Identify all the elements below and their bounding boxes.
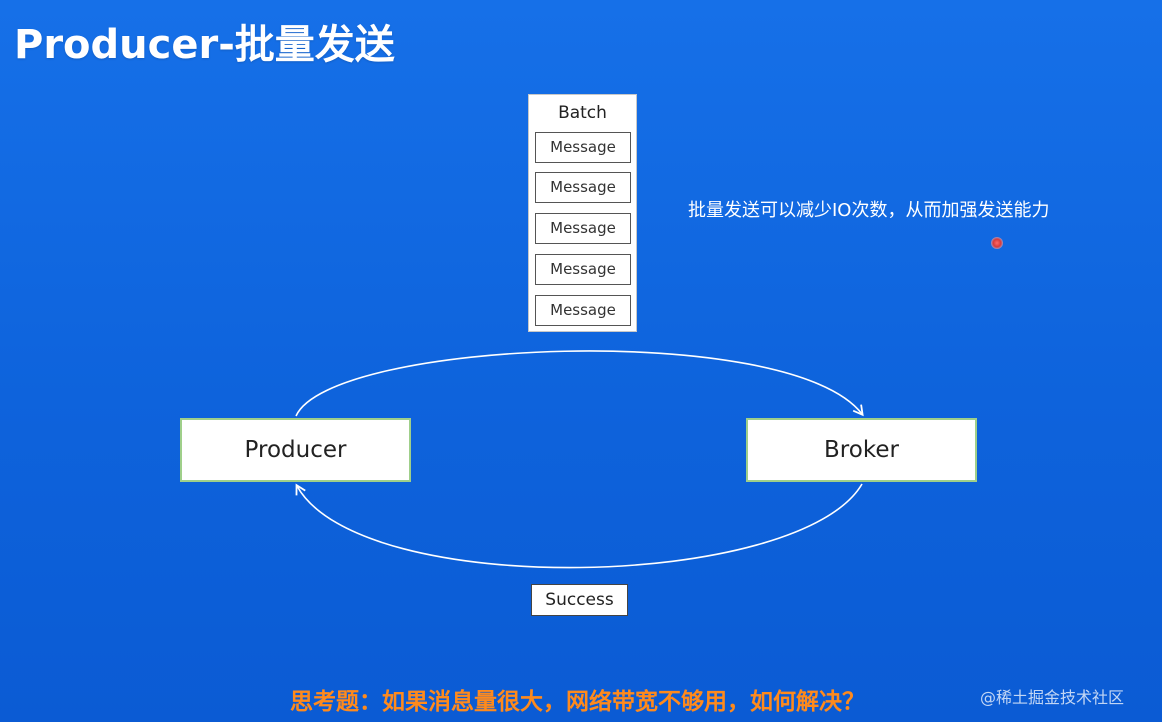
message-box: Message (535, 132, 631, 163)
slide-title: Producer-批量发送 (14, 22, 395, 68)
thinking-question: 思考题：如果消息量很大，网络带宽不够用，如何解决？ (290, 689, 865, 715)
success-label: Success (531, 584, 628, 616)
message-box: Message (535, 254, 631, 285)
message-box: Message (535, 172, 631, 203)
send-arrow (295, 350, 864, 417)
batch-box: Batch Message Message Message Message Me… (528, 94, 637, 332)
success-arrow (295, 483, 863, 569)
broker-node: Broker (746, 418, 977, 482)
message-box: Message (535, 213, 631, 244)
pointer-dot-icon (991, 237, 1003, 249)
producer-node: Producer (180, 418, 411, 482)
batch-label: Batch (558, 103, 607, 123)
message-box: Message (535, 295, 631, 326)
watermark: @稀土掘金技术社区 (980, 688, 1125, 707)
batch-benefit-note: 批量发送可以减少IO次数，从而加强发送能力 (688, 200, 1050, 221)
